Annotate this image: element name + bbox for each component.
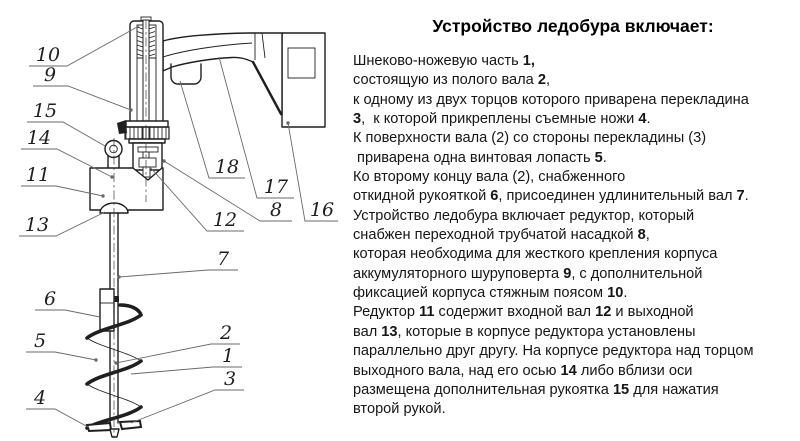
callout-leader: [130, 389, 244, 424]
callout-label: 12: [213, 209, 237, 231]
side-knob: [104, 139, 123, 170]
callout-dot: [94, 358, 98, 362]
description-line: Редуктор 11 содержит входной вал 12 и вы…: [353, 304, 694, 321]
description-line: Ко второму концу вала (2), снабженного: [353, 169, 626, 186]
callout-label: 4: [33, 387, 46, 409]
callout-leader: [27, 121, 106, 147]
callout-label: 15: [33, 100, 57, 122]
callout-dot: [286, 121, 290, 125]
clamp-lever: [117, 120, 127, 134]
coupling-pin: [114, 296, 119, 302]
callout-label: 8: [270, 199, 282, 221]
description-line: к одному из двух торцов которого приваре…: [353, 91, 749, 108]
callout-leader: [287, 122, 338, 222]
callout-leader: [26, 351, 97, 361]
description-line: фиксацией корпуса стяжным поясом 10.: [353, 285, 628, 302]
callout-label: 13: [25, 214, 49, 236]
callout-label: 6: [44, 288, 56, 310]
callout-label: 5: [34, 330, 46, 352]
screwdriver-trigger: [170, 63, 202, 85]
callout-leader: [19, 211, 106, 237]
callout-label: 10: [36, 44, 60, 66]
centerline: [113, 20, 147, 438]
callout-dot: [101, 194, 105, 198]
description-line: аккумуляторного шуруповерта 9, с дополни…: [353, 265, 703, 282]
bottom-knives: [85, 419, 143, 438]
screwdriver-battery: [281, 32, 326, 128]
callout-label: 11: [26, 164, 50, 186]
adapter-tube: [132, 142, 163, 178]
callout-leader: [218, 56, 294, 199]
callout-leader: [130, 366, 242, 375]
description-line: параллельно друг другу. На корпусе редук…: [353, 343, 754, 360]
description-line: состоящую из полого вала 2,: [353, 72, 551, 89]
callout-label: 1: [222, 345, 234, 367]
collar-knurl: [117, 120, 170, 144]
callout-dot: [162, 159, 166, 163]
spring: [136, 26, 156, 57]
description-text: Шнеково-ножевую часть 1, состоящую из пол…: [353, 52, 797, 420]
callout-dot: [110, 175, 114, 179]
callout-leader: [179, 80, 245, 179]
description-line: размещена дополнительная рукоятка 15 для…: [353, 381, 719, 398]
callout-leader: [35, 309, 101, 318]
callout-label: 2: [219, 322, 232, 344]
callout-leader: [115, 343, 240, 364]
callout-label: 7: [217, 248, 230, 270]
gearbox: [89, 167, 164, 214]
input-shaft: [142, 166, 151, 178]
callout-dot: [129, 108, 133, 112]
description-line: откидной рукояткой 6, присоединен удлини…: [353, 188, 749, 205]
description-line: которая необходима для жесткого креплени…: [353, 246, 718, 263]
description-line: вал 13, которые в корпусе редуктора уста…: [353, 323, 696, 340]
callout-dot: [117, 275, 121, 279]
callout-leader: [21, 148, 113, 178]
description-line: выходного вала, над его осью 14 либо вбл…: [353, 362, 693, 379]
callout-leader: [163, 160, 292, 222]
callout-leader: [118, 269, 238, 278]
callout-leader: [21, 185, 104, 197]
callout-leader: [33, 85, 132, 111]
description-line: второй рукой.: [353, 401, 446, 418]
callout-label: 18: [215, 156, 239, 178]
callout-label: 14: [27, 127, 51, 149]
callout-label: 17: [264, 176, 289, 198]
description-line: приварена одна винтовая лопасть 5.: [353, 149, 607, 166]
description-line: Устройство ледобура включает редуктор, к…: [353, 207, 695, 224]
screwdriver-housing: [162, 32, 283, 116]
callout-leader: [26, 408, 89, 428]
callout-dot: [114, 361, 118, 365]
description-line: снабжен переходной трубчатой насадкой 8,: [353, 227, 650, 244]
callout-label: 16: [310, 199, 334, 221]
callout-leader: [149, 166, 244, 232]
callout-label: 9: [44, 64, 56, 86]
callout-leader: [29, 25, 140, 67]
callout-label: 3: [224, 368, 236, 390]
description-line: К поверхности вала (2) со стороны перекл…: [353, 130, 707, 147]
description-line: Шнеково-ножевую часть 1,: [353, 53, 535, 69]
page-title: Устройство ледобура включает:: [432, 16, 714, 36]
description-line: 3, к которой прикреплены съемные ножи 4.: [353, 111, 651, 128]
